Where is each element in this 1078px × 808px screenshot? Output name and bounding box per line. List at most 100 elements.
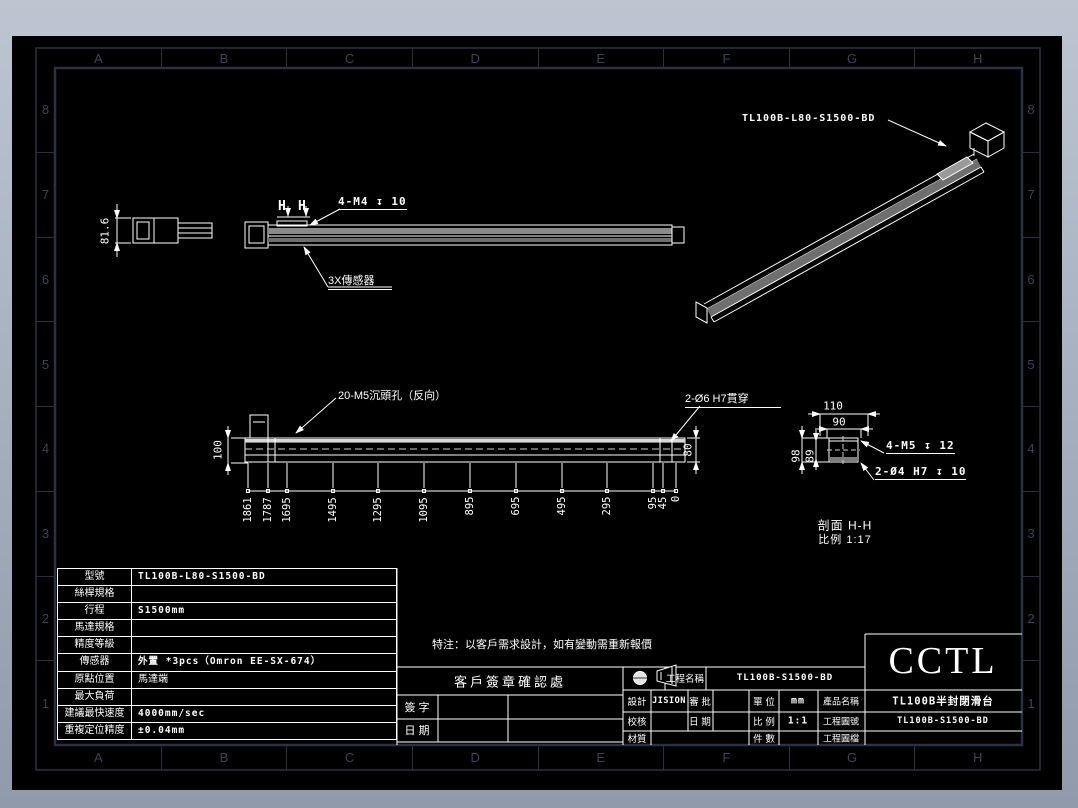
grid-column-label: B — [162, 745, 288, 770]
iso-model-label: TL100B-L80-S1500-BD — [742, 113, 876, 124]
tap-callout: 4-M5 ↧ 12 — [886, 439, 955, 454]
section-scale: 比例 1:17 — [818, 534, 872, 546]
grid-row-label: 3 — [36, 492, 55, 577]
spec-row: 馬達規格 — [58, 619, 396, 637]
spec-label: 行程 — [58, 603, 132, 620]
scale-label: 比 例 — [753, 717, 775, 728]
spec-value — [132, 637, 396, 653]
spec-row: 最大負荷 — [58, 687, 396, 705]
chain-dimension: 1787 — [262, 496, 274, 523]
company-logo: CCTL — [888, 640, 998, 682]
front-view — [225, 397, 701, 492]
grid-column-label: D — [413, 745, 539, 770]
title-block-grid — [396, 568, 1022, 745]
spec-label: 原點位置 — [58, 671, 132, 688]
front-view-dimension-chain — [246, 463, 678, 493]
spec-label: 重複定位精度 — [58, 722, 132, 739]
spec-row: 傳感器外置 *3pcs（Omron EE-SX-674） — [58, 653, 396, 671]
section-caption: 剖面 H-H — [817, 518, 873, 533]
section-width-inner: 90 — [832, 415, 846, 429]
grid-row-label: 4 — [36, 407, 55, 492]
holes-callout: 4-M4 ↧ 10 — [338, 195, 407, 210]
grid-row-label: 5 — [36, 322, 55, 407]
spec-row: 建議最快速度 4000mm/sec — [58, 704, 396, 722]
sensor-callout: 3X傳感器 — [328, 272, 392, 290]
grid-row-label: 5 — [1022, 322, 1040, 407]
spec-table: 型號 TL100B-L80-S1500-BD 絲桿規格行程 S1500mm 馬達規格精度… — [57, 568, 397, 740]
product-name-value: TL100B半封閉滑台 — [892, 695, 994, 708]
signature-row-label: 簽 字 — [404, 702, 430, 714]
chain-dimension: 695 — [510, 496, 522, 516]
section-view — [799, 411, 885, 481]
chain-dimension: 0 — [670, 496, 682, 503]
height-dimension: 81.6 — [98, 217, 112, 245]
grid-column-label: D — [413, 48, 539, 68]
material-label: 材質 — [627, 734, 647, 745]
spec-label: 型號 — [58, 569, 132, 586]
grid-row-label: 8 — [1022, 68, 1040, 153]
grid-column-label: H — [972, 50, 983, 66]
spec-row: 重複定位精度±0.04mm — [58, 721, 396, 739]
grid-column-label: G — [790, 48, 916, 68]
spec-value — [132, 689, 396, 705]
third-angle-projection-icon — [630, 664, 677, 687]
grid-column-label: E — [539, 745, 665, 770]
date-row-label: 日 期 — [404, 725, 430, 737]
grid-row-label: 1 — [1027, 695, 1035, 711]
drawing-no-label: 工程圖號 — [822, 716, 860, 727]
section-mark-left: H — [278, 199, 286, 214]
grid-column-label: G — [790, 745, 916, 770]
project-name-value: TL100B-S1500-BD — [736, 673, 834, 683]
drawing-file-label: 工程圖檔 — [822, 733, 860, 744]
side-view — [244, 206, 685, 288]
unit-label: 單 位 — [753, 697, 775, 708]
section-height-inner: 89 — [803, 449, 817, 463]
through-hole-callout: 2-Ø6 H7貫穿 — [685, 390, 781, 408]
grid-row-label: 6 — [36, 238, 55, 323]
grid-column-label: A — [36, 745, 162, 770]
grid-column-label: E — [539, 48, 665, 68]
design-value: JISION — [652, 696, 686, 706]
approve-label: 審 批 — [689, 697, 711, 708]
unit-value: mm — [790, 695, 806, 707]
spec-value — [132, 586, 396, 602]
chain-dimension: 895 — [464, 496, 476, 516]
spec-value: TL100B-L80-S1500-BD — [138, 571, 266, 582]
drawing-no-value: TL100B-S1500-BD — [897, 716, 989, 726]
date-label: 日 期 — [689, 717, 711, 728]
spec-row: 精度等級 — [58, 636, 396, 654]
grid-row-label: 2 — [1022, 577, 1040, 662]
spec-label: 最大負荷 — [58, 688, 132, 705]
drawing-linework — [35, 47, 1041, 771]
grid-row-label: 6 — [1022, 238, 1040, 323]
spec-value: 4000mm/sec — [138, 707, 206, 719]
remark-note: 特注：以客戶需求設計，如有變動需重新報價 — [432, 639, 652, 651]
grid-column-label: F — [664, 745, 790, 770]
chain-dimension: 1861 — [242, 496, 254, 523]
check-label: 校核 — [627, 717, 647, 728]
section-height-outer: 98 — [789, 449, 803, 463]
chain-dimension: 1695 — [281, 496, 293, 523]
spec-row: 行程 S1500mm — [58, 602, 396, 620]
section-mark-right: H — [298, 199, 306, 214]
spec-label: 建議最快速度 — [58, 705, 132, 722]
front-left-dimension: 100 — [211, 440, 225, 460]
signature-title: 客戶簽章確認處 — [453, 674, 567, 690]
project-name-label: 工程名稱 — [665, 674, 705, 685]
chain-dimension: 495 — [556, 496, 568, 516]
grid-column-label: B — [162, 48, 288, 68]
grid-row-label: 2 — [36, 577, 55, 662]
scale-value: 1:1 — [787, 715, 809, 727]
spec-label: 絲桿規格 — [58, 586, 132, 603]
spec-value — [132, 620, 396, 636]
grid-row-label: 8 — [36, 68, 55, 153]
grid-column-label: F — [664, 48, 790, 68]
spec-value: S1500mm — [138, 605, 186, 617]
chain-dimension: 45 — [657, 496, 669, 510]
